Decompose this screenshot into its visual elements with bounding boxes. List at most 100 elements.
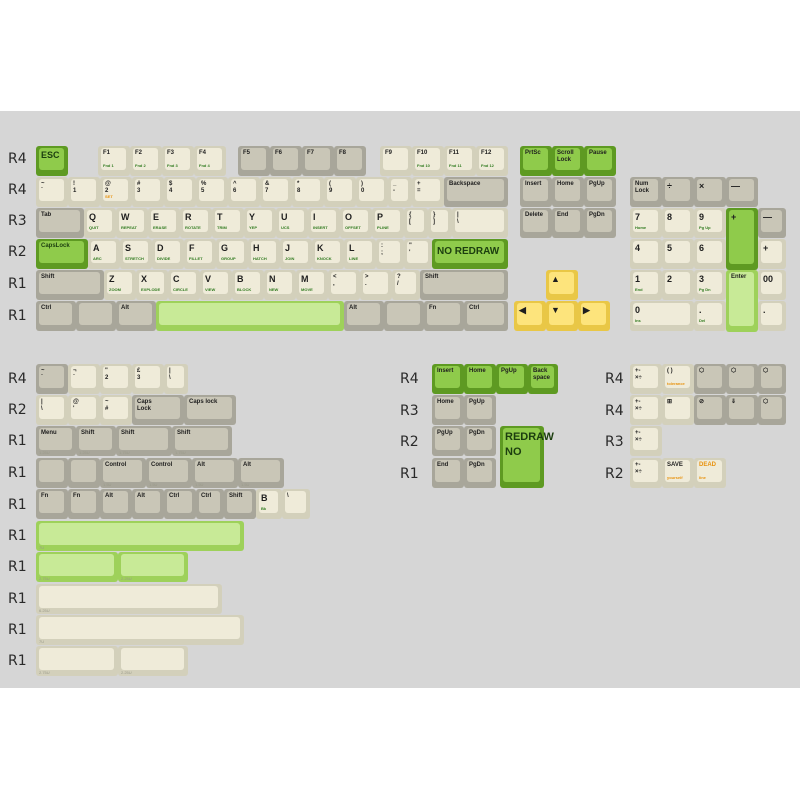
key-n1[interactable]: ! 1 — [68, 177, 100, 207]
key-n_ins[interactable]: Insert — [432, 364, 464, 394]
key-e_t3[interactable]: " 2 — [100, 364, 132, 394]
key-sp4[interactable]: 6.25U — [36, 584, 222, 614]
key-up[interactable]: ▲ — [546, 270, 578, 300]
key-r2[interactable]: ( )tolerance — [662, 364, 694, 394]
key-rctrl[interactable]: Ctrl — [464, 301, 508, 331]
key-r11[interactable]: +- ×÷ — [630, 426, 662, 456]
key-e_alt3[interactable]: Alt — [100, 489, 132, 519]
key-n3[interactable]: # 3 — [132, 177, 164, 207]
key-n9[interactable]: ( 9 — [324, 177, 356, 207]
key-e_ctrl4[interactable]: Ctrl — [196, 489, 224, 519]
key-n_redraw[interactable]: REDRAW NO — [500, 426, 554, 488]
key-slash[interactable]: ? / — [392, 270, 420, 300]
key-npplus2[interactable]: + — [758, 239, 786, 269]
key-pgdn[interactable]: PgDn — [584, 208, 616, 238]
key-space[interactable] — [156, 301, 344, 331]
key-tilde[interactable]: ~ ` — [36, 177, 68, 207]
key-e_b3[interactable]: ~ # — [100, 395, 132, 425]
key-quote[interactable]: " ' — [404, 239, 432, 269]
key-e_capslock[interactable]: Caps lock — [184, 395, 236, 425]
key-down[interactable]: ▼ — [546, 301, 578, 331]
key-f9[interactable]: F9 — [380, 146, 412, 176]
key-lalt[interactable]: Alt — [116, 301, 156, 331]
key-r8[interactable]: ⊘ — [694, 395, 726, 425]
key-r7[interactable]: ⊞ — [662, 395, 694, 425]
key-np8[interactable]: 8 — [662, 208, 694, 238]
key-n_pgup[interactable]: PgUp — [496, 364, 528, 394]
key-npdot2[interactable]: . — [758, 301, 786, 331]
key-n_back[interactable]: Back space — [528, 364, 558, 394]
key-sub[interactable]: — — [726, 177, 758, 207]
key-n6[interactable]: ^ 6 — [228, 177, 260, 207]
key-comma[interactable]: < , — [328, 270, 360, 300]
key-left[interactable]: ◀ — [514, 301, 546, 331]
key-r12[interactable]: +- ×÷ — [630, 458, 662, 488]
key-fn[interactable]: Fn — [424, 301, 464, 331]
key-e_t1[interactable]: ~ ` — [36, 364, 68, 394]
key-insert[interactable]: Insert — [520, 177, 552, 207]
key-pgup[interactable]: PgUp — [584, 177, 616, 207]
key-r10[interactable]: ⬡ — [758, 395, 786, 425]
key-np6[interactable]: 6 — [694, 239, 726, 269]
key-semi[interactable]: : ; — [376, 239, 404, 269]
key-r4[interactable]: ⬡ — [726, 364, 758, 394]
key-f6[interactable]: F6 — [270, 146, 302, 176]
key-delete[interactable]: Delete — [520, 208, 552, 238]
key-esc[interactable]: ESC — [36, 146, 68, 176]
key-e_win1[interactable] — [36, 458, 68, 488]
key-mul[interactable]: × — [694, 177, 726, 207]
key-np5[interactable]: 5 — [662, 239, 694, 269]
key-backspace[interactable]: Backspace — [444, 177, 508, 207]
key-n_pgup3[interactable]: PgUp — [432, 426, 464, 456]
key-lbr[interactable]: { [ — [404, 208, 428, 238]
key-home[interactable]: Home — [552, 177, 584, 207]
key-noredraw[interactable]: NO REDRAW — [432, 239, 508, 269]
key-plus[interactable]: + = — [412, 177, 444, 207]
key-r5[interactable]: ⬡ — [758, 364, 786, 394]
key-end[interactable]: End — [552, 208, 584, 238]
key-e_fn1[interactable]: Fn — [36, 489, 68, 519]
key-sp7[interactable]: 2.25U — [118, 646, 188, 676]
key-r1[interactable]: +- ×÷ — [630, 364, 662, 394]
key-e_ctrl3[interactable]: Ctrl — [164, 489, 196, 519]
key-n7[interactable]: & 7 — [260, 177, 292, 207]
key-lctrl[interactable]: Ctrl — [36, 301, 76, 331]
key-n_pgdn2[interactable]: PgDn — [464, 458, 496, 488]
key-np00[interactable]: 00 — [758, 270, 786, 300]
key-n5[interactable]: % 5 — [196, 177, 228, 207]
key-n_home2[interactable]: Home — [432, 395, 464, 425]
key-n8[interactable]: * 8 — [292, 177, 324, 207]
key-npsub2[interactable]: — — [758, 208, 786, 238]
key-e_bsl2[interactable]: \ — [282, 489, 310, 519]
key-prtsc[interactable]: PrtSc — [520, 146, 552, 176]
key-r9[interactable]: ⇓ — [726, 395, 758, 425]
